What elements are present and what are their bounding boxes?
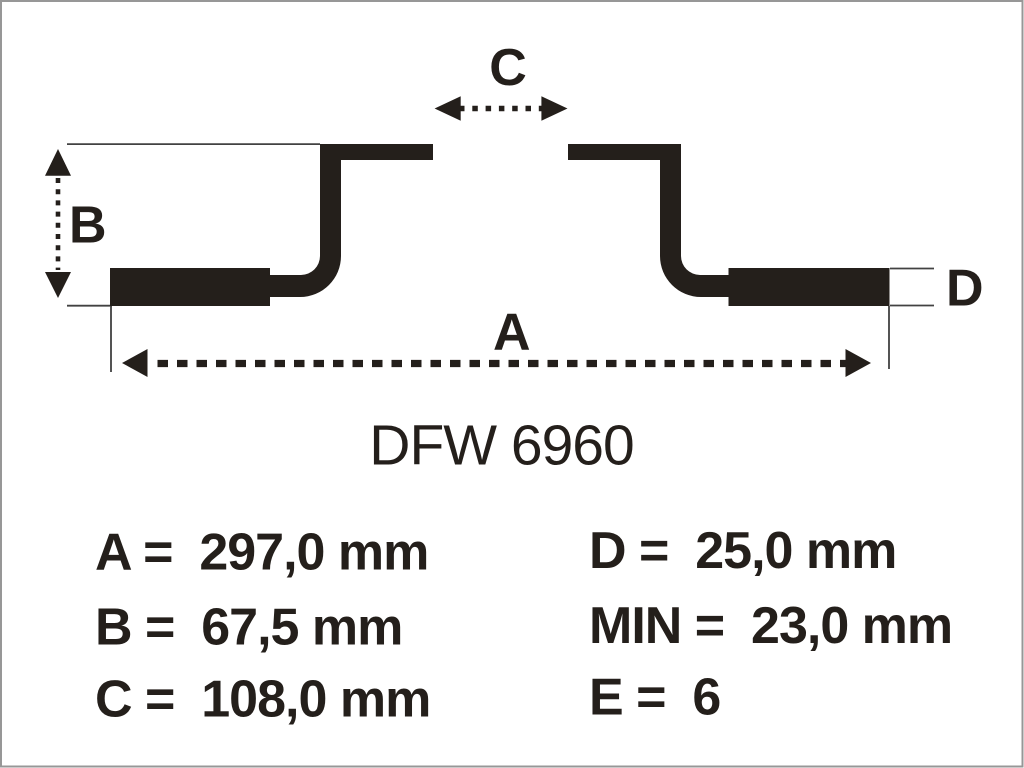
svg-text:A = 297,0 mm: A = 297,0 mm (95, 523, 428, 581)
svg-text:A: A (493, 304, 531, 362)
svg-text:MIN = 23,0 mm: MIN = 23,0 mm (589, 597, 952, 655)
svg-text:D = 25,0 mm: D = 25,0 mm (589, 522, 896, 580)
svg-text:B = 67,5 mm: B = 67,5 mm (95, 598, 402, 656)
svg-text:C: C (489, 39, 527, 97)
svg-text:DFW 6960: DFW 6960 (369, 414, 633, 478)
svg-text:B: B (69, 197, 107, 255)
svg-text:E = 6: E = 6 (589, 668, 720, 726)
svg-text:D: D (946, 259, 984, 317)
svg-text:C = 108,0 mm: C = 108,0 mm (95, 671, 430, 729)
